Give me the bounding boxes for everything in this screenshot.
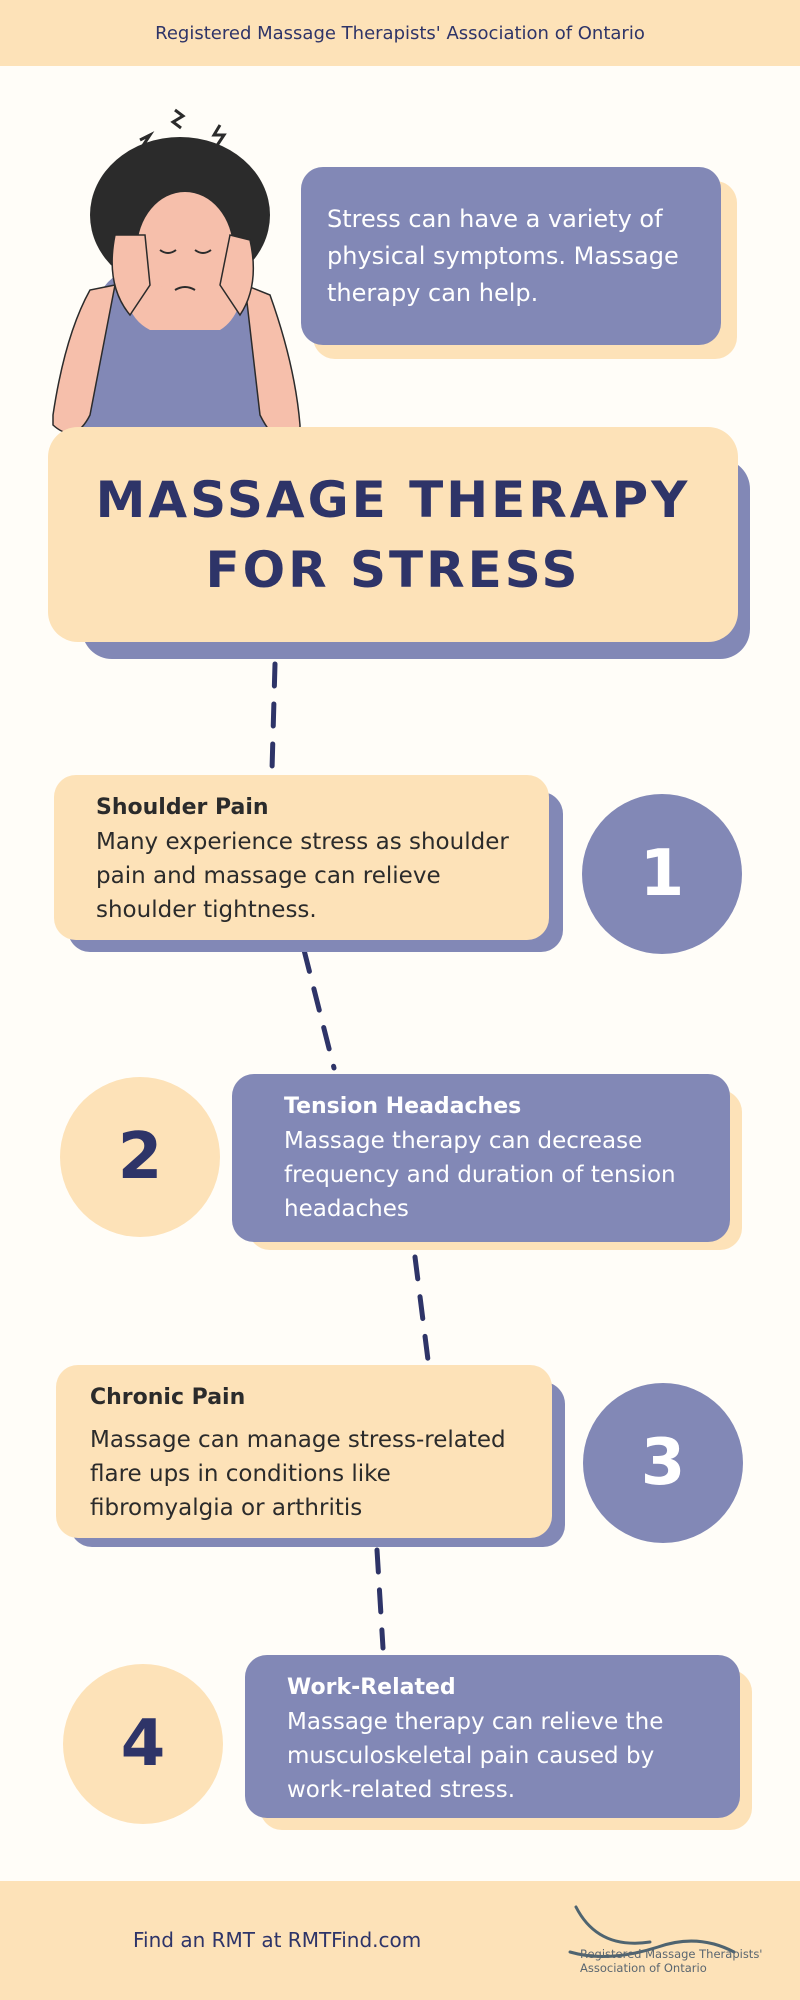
speech-bubble: Stress can have a variety of physical sy… bbox=[301, 167, 721, 345]
find-rmt-link[interactable]: Find an RMT at RMTFind.com bbox=[133, 1928, 422, 1952]
card-title: Tension Headaches bbox=[284, 1094, 522, 1119]
card-title: Chronic Pain bbox=[90, 1385, 246, 1410]
card-shoulder-pain: Shoulder Pain Many experience stress as … bbox=[54, 775, 549, 940]
speech-bubble-text: Stress can have a variety of physical sy… bbox=[327, 205, 679, 307]
logo-text-line-1: Registered Massage Therapists' bbox=[580, 1947, 763, 1961]
card-title: Shoulder Pain bbox=[96, 795, 269, 820]
stressed-person-illustration bbox=[52, 108, 301, 455]
card-title: Work-Related bbox=[287, 1675, 456, 1700]
number-badge-2: 2 bbox=[60, 1077, 220, 1237]
title-box: MASSAGE THERAPY FOR STRESS bbox=[48, 427, 738, 642]
card-body: Many experience stress as shoulder pain … bbox=[96, 829, 509, 923]
footer-banner bbox=[0, 1881, 800, 2000]
number-badge-3: 3 bbox=[583, 1383, 743, 1543]
number-badge-4: 4 bbox=[63, 1664, 223, 1824]
title-line-1: MASSAGE THERAPY bbox=[95, 471, 691, 529]
card-tension-headaches: Tension Headaches Massage therapy can de… bbox=[232, 1074, 730, 1242]
rmtao-logo-text: Registered Massage Therapists'Associatio… bbox=[580, 1947, 762, 1975]
title-line-2: FOR STRESS bbox=[205, 541, 581, 599]
card-work-related: Work-Related Massage therapy can relieve… bbox=[245, 1655, 740, 1818]
card-chronic-pain: Chronic Pain Massage can manage stress-r… bbox=[56, 1365, 552, 1538]
card-body: Massage can manage stress-related flare … bbox=[90, 1427, 506, 1521]
rmtao-logo-waves bbox=[568, 1905, 736, 1958]
card-body: Massage therapy can relieve the musculos… bbox=[287, 1709, 664, 1803]
header-banner: Registered Massage Therapists' Associati… bbox=[0, 0, 800, 66]
org-name: Registered Massage Therapists' Associati… bbox=[155, 22, 645, 44]
number-badge-1: 1 bbox=[582, 794, 742, 954]
logo-text-line-2: Association of Ontario bbox=[580, 1961, 707, 1975]
card-body: Massage therapy can decrease frequency a… bbox=[284, 1128, 676, 1222]
